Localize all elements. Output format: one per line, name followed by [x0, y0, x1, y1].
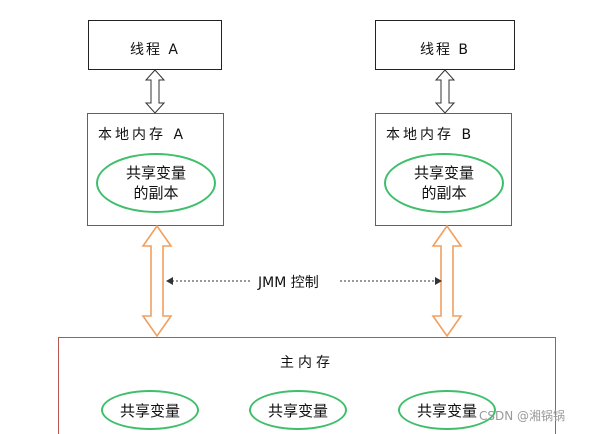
main-shared-variable-1: 共享变量: [119, 401, 180, 420]
main-shared-variable-oval-2: 共享变量: [249, 390, 347, 430]
main-shared-variable-3: 共享变量: [416, 401, 477, 420]
local-a-copy-line1: 共享变量: [125, 164, 186, 182]
csdn-watermark: CSDN @湘锅锅: [479, 409, 566, 423]
thread-b-label: 线程 B: [419, 42, 471, 58]
local-b-shared-copy-oval: 共享变量 的副本: [384, 153, 504, 213]
thread-a-box: 线程 A: [88, 20, 222, 70]
local-memory-b-box: 本地内存 B 共享变量 的副本: [375, 113, 512, 226]
jmm-arrowhead-left: [166, 277, 173, 285]
local-b-main-arrow: [431, 224, 463, 338]
local-a-shared-copy-oval: 共享变量 的副本: [96, 153, 216, 213]
local-memory-a-box: 本地内存 A 共享变量 的副本: [87, 113, 224, 226]
main-memory-box: 主内存 共享变量 共享变量 共享变量: [58, 337, 556, 434]
main-memory-label: 主内存: [280, 355, 334, 371]
local-memory-b-label: 本地内存 B: [386, 127, 475, 143]
thread-a-label: 线程 A: [129, 42, 181, 58]
local-b-copy-line1: 共享变量: [413, 164, 474, 182]
local-a-main-arrow: [141, 224, 173, 338]
main-shared-variable-2: 共享变量: [267, 401, 328, 420]
local-a-copy-line2: 的副本: [133, 184, 179, 202]
thread-b-local-b-arrow: [434, 69, 456, 114]
jmm-control-label: JMM 控制: [250, 272, 327, 292]
jmm-arrowhead-right: [435, 277, 442, 285]
main-shared-variable-oval-1: 共享变量: [101, 390, 199, 430]
local-b-copy-line2: 的副本: [421, 184, 467, 202]
main-shared-variable-oval-3: 共享变量: [398, 390, 496, 430]
local-memory-a-label: 本地内存 A: [98, 127, 187, 143]
thread-a-local-a-arrow: [144, 69, 166, 114]
